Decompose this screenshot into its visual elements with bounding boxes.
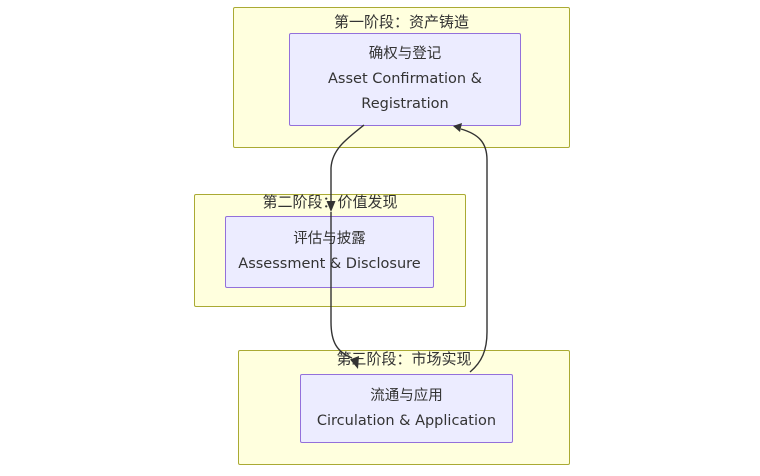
node-assessment-disclosure-line-1: 评估与披露 xyxy=(293,231,366,247)
cluster-stage-1-label: 第一阶段：资产铸造 xyxy=(333,13,469,31)
cluster-stage-3-label: 第三阶段：市场实现 xyxy=(336,350,472,368)
node-assessment-disclosure[interactable]: 评估与披露 Assessment & Disclosure xyxy=(225,216,434,288)
node-asset-confirmation-line-2: Asset Confirmation & xyxy=(328,71,482,87)
node-asset-confirmation-line-3: Registration xyxy=(361,96,449,112)
node-circulation-application[interactable]: 流通与应用 Circulation & Application xyxy=(300,374,513,443)
node-circulation-application-line-2: Circulation & Application xyxy=(316,412,497,429)
node-assessment-disclosure-line-2: Assessment & Disclosure xyxy=(238,256,421,272)
node-asset-confirmation-line-1: 确权与登记 xyxy=(368,46,442,62)
node-circulation-application-line-1: 流通与应用 xyxy=(370,387,443,404)
node-asset-confirmation[interactable]: 确权与登记 Asset Confirmation & Registration xyxy=(289,33,521,126)
cluster-stage-2-label: 第二阶段：价值发现 xyxy=(262,193,398,211)
